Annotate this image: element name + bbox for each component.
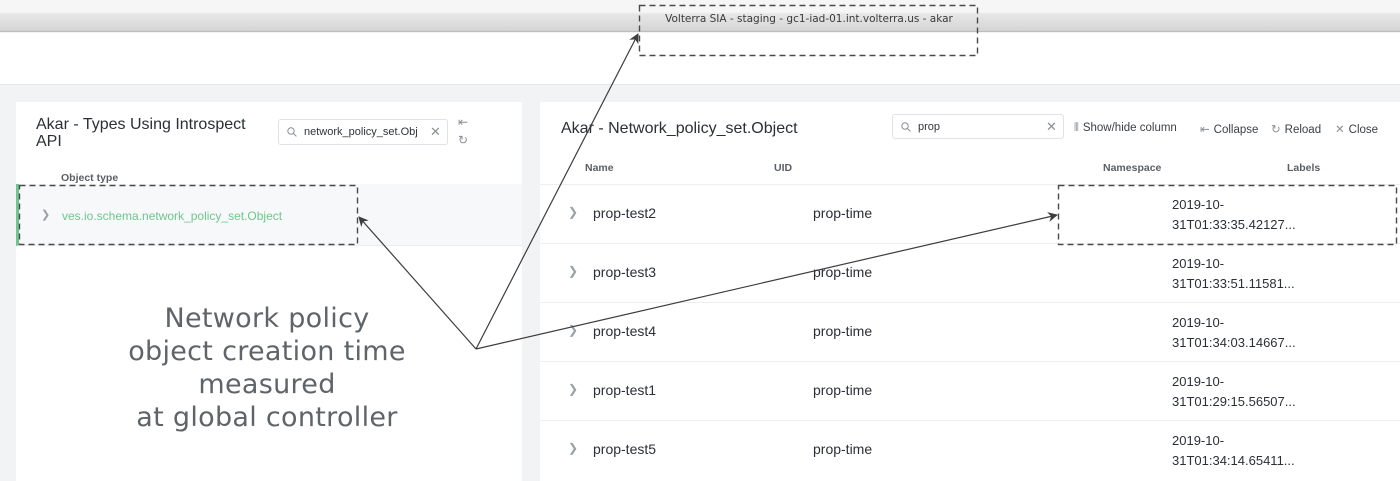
- row-timestamp: 2019-10- 31T01:33:51.11581...: [1172, 254, 1295, 294]
- row-uid: prop-time: [813, 205, 873, 221]
- search-icon: [287, 127, 297, 137]
- row-uid: prop-time: [813, 264, 873, 280]
- row-timestamp-line1: 2019-10-: [1172, 197, 1225, 212]
- close-button[interactable]: ✕Close: [1335, 122, 1378, 136]
- table-row[interactable]: ❯ prop-test5 prop-time 2019-10- 31T01:34:…: [540, 420, 1400, 479]
- chevron-right-icon[interactable]: ❯: [41, 209, 51, 221]
- table-row[interactable]: ❯ prop-test2 prop-time 2019-10- 31T01:33:…: [540, 184, 1400, 243]
- annotation-line2: object creation time measured: [128, 336, 406, 400]
- row-timestamp-line2: 31T01:34:03.14667...: [1172, 335, 1296, 350]
- object-panel-title: Akar - Network_policy_set.Object: [561, 120, 798, 137]
- row-timestamp: 2019-10- 31T01:29:15.56507...: [1172, 372, 1296, 412]
- row-timestamp-line1: 2019-10-: [1172, 433, 1225, 448]
- row-timestamp-line2: 31T01:33:35.42127...: [1172, 217, 1296, 232]
- clear-icon[interactable]: ✕: [1046, 119, 1057, 134]
- columns-icon: ⫴: [1074, 122, 1079, 134]
- row-timestamp: 2019-10- 31T01:33:35.42127...: [1172, 195, 1296, 235]
- object-search-input[interactable]: prop ✕: [892, 114, 1064, 139]
- table-row[interactable]: ❯ prop-test4 prop-time 2019-10- 31T01:34:…: [540, 302, 1400, 361]
- types-search-value: network_policy_set.Obj: [304, 126, 418, 138]
- collapse-label: Collapse: [1213, 124, 1259, 136]
- object-search-value: prop: [918, 121, 941, 133]
- show-hide-column-button[interactable]: ⫴Show/hide column: [1074, 122, 1177, 135]
- row-timestamp-line1: 2019-10-: [1172, 256, 1225, 271]
- row-name: prop-test5: [593, 441, 657, 457]
- chevron-right-icon[interactable]: ❯: [568, 264, 579, 278]
- row-uid: prop-time: [813, 441, 873, 457]
- table-row[interactable]: ❯ prop-test3 prop-time 2019-10- 31T01:33:…: [540, 243, 1400, 302]
- export-icon[interactable]: ⇤: [458, 115, 469, 129]
- annotation-callout: Network policy object creation time meas…: [60, 302, 474, 434]
- column-header-labels[interactable]: Labels: [1287, 162, 1321, 174]
- refresh-icon[interactable]: ↻: [458, 133, 469, 147]
- row-timestamp: 2019-10- 31T01:34:03.14667...: [1172, 313, 1296, 353]
- tree-item[interactable]: ❯ ves.io.schema.network_policy_set.Objec…: [16, 184, 522, 246]
- window-titlebar: Volterra SIA - staging - gc1-iad-01.int.…: [0, 0, 1400, 32]
- column-header-namespace[interactable]: Namespace: [1103, 162, 1162, 174]
- table-row[interactable]: ❯ prop-test1 prop-time 2019-10- 31T01:29:…: [540, 361, 1400, 420]
- chevron-right-icon[interactable]: ❯: [568, 323, 579, 337]
- close-icon: ✕: [1335, 124, 1345, 136]
- row-name: prop-test3: [593, 264, 657, 280]
- close-label: Close: [1348, 124, 1379, 136]
- column-header-name[interactable]: Name: [585, 162, 614, 174]
- search-icon: [901, 122, 911, 132]
- row-timestamp-line2: 31T01:29:15.56507...: [1172, 394, 1296, 409]
- object-panel: Akar - Network_policy_set.Object prop ✕ …: [540, 102, 1400, 481]
- column-header-uid[interactable]: UID: [774, 162, 793, 174]
- row-name: prop-test4: [593, 323, 657, 339]
- row-timestamp-line1: 2019-10-: [1172, 315, 1225, 330]
- column-header-object-type: Object type: [61, 172, 119, 184]
- row-timestamp-line2: 31T01:34:14.65411...: [1172, 453, 1295, 468]
- chevron-right-icon[interactable]: ❯: [568, 382, 579, 396]
- types-panel-title-line1: Akar - Types Using Introspect: [36, 116, 246, 133]
- window-title: Volterra SIA - staging - gc1-iad-01.int.…: [665, 13, 953, 25]
- types-panel-title-line2: API: [36, 133, 62, 150]
- tree-item-label: ves.io.schema.network_policy_set.Object: [62, 209, 283, 223]
- row-uid: prop-time: [813, 382, 873, 398]
- row-uid: prop-time: [813, 323, 873, 339]
- reload-icon: ↻: [1271, 124, 1281, 136]
- reload-label: Reload: [1284, 124, 1322, 136]
- collapse-icon: ⇤: [1200, 124, 1210, 136]
- app-header: [0, 33, 1400, 85]
- show-hide-column-label: Show/hide column: [1082, 122, 1177, 134]
- types-search-input[interactable]: network_policy_set.Obj ✕: [278, 119, 448, 145]
- row-timestamp-line1: 2019-10-: [1172, 374, 1225, 389]
- row-name: prop-test1: [593, 382, 657, 398]
- annotation-line3: at global controller: [136, 402, 398, 433]
- row-timestamp-line2: 31T01:33:51.11581...: [1172, 276, 1295, 291]
- chevron-right-icon[interactable]: ❯: [568, 205, 579, 219]
- row-timestamp: 2019-10- 31T01:34:14.65411...: [1172, 431, 1295, 471]
- row-name: prop-test2: [593, 205, 657, 221]
- types-panel-title: Akar - Types Using Introspect API: [36, 116, 246, 150]
- collapse-button[interactable]: ⇤Collapse: [1200, 122, 1258, 136]
- annotation-line1: Network policy: [164, 303, 370, 334]
- chevron-right-icon[interactable]: ❯: [568, 441, 579, 455]
- reload-button[interactable]: ↻Reload: [1271, 122, 1321, 136]
- clear-icon[interactable]: ✕: [430, 124, 441, 139]
